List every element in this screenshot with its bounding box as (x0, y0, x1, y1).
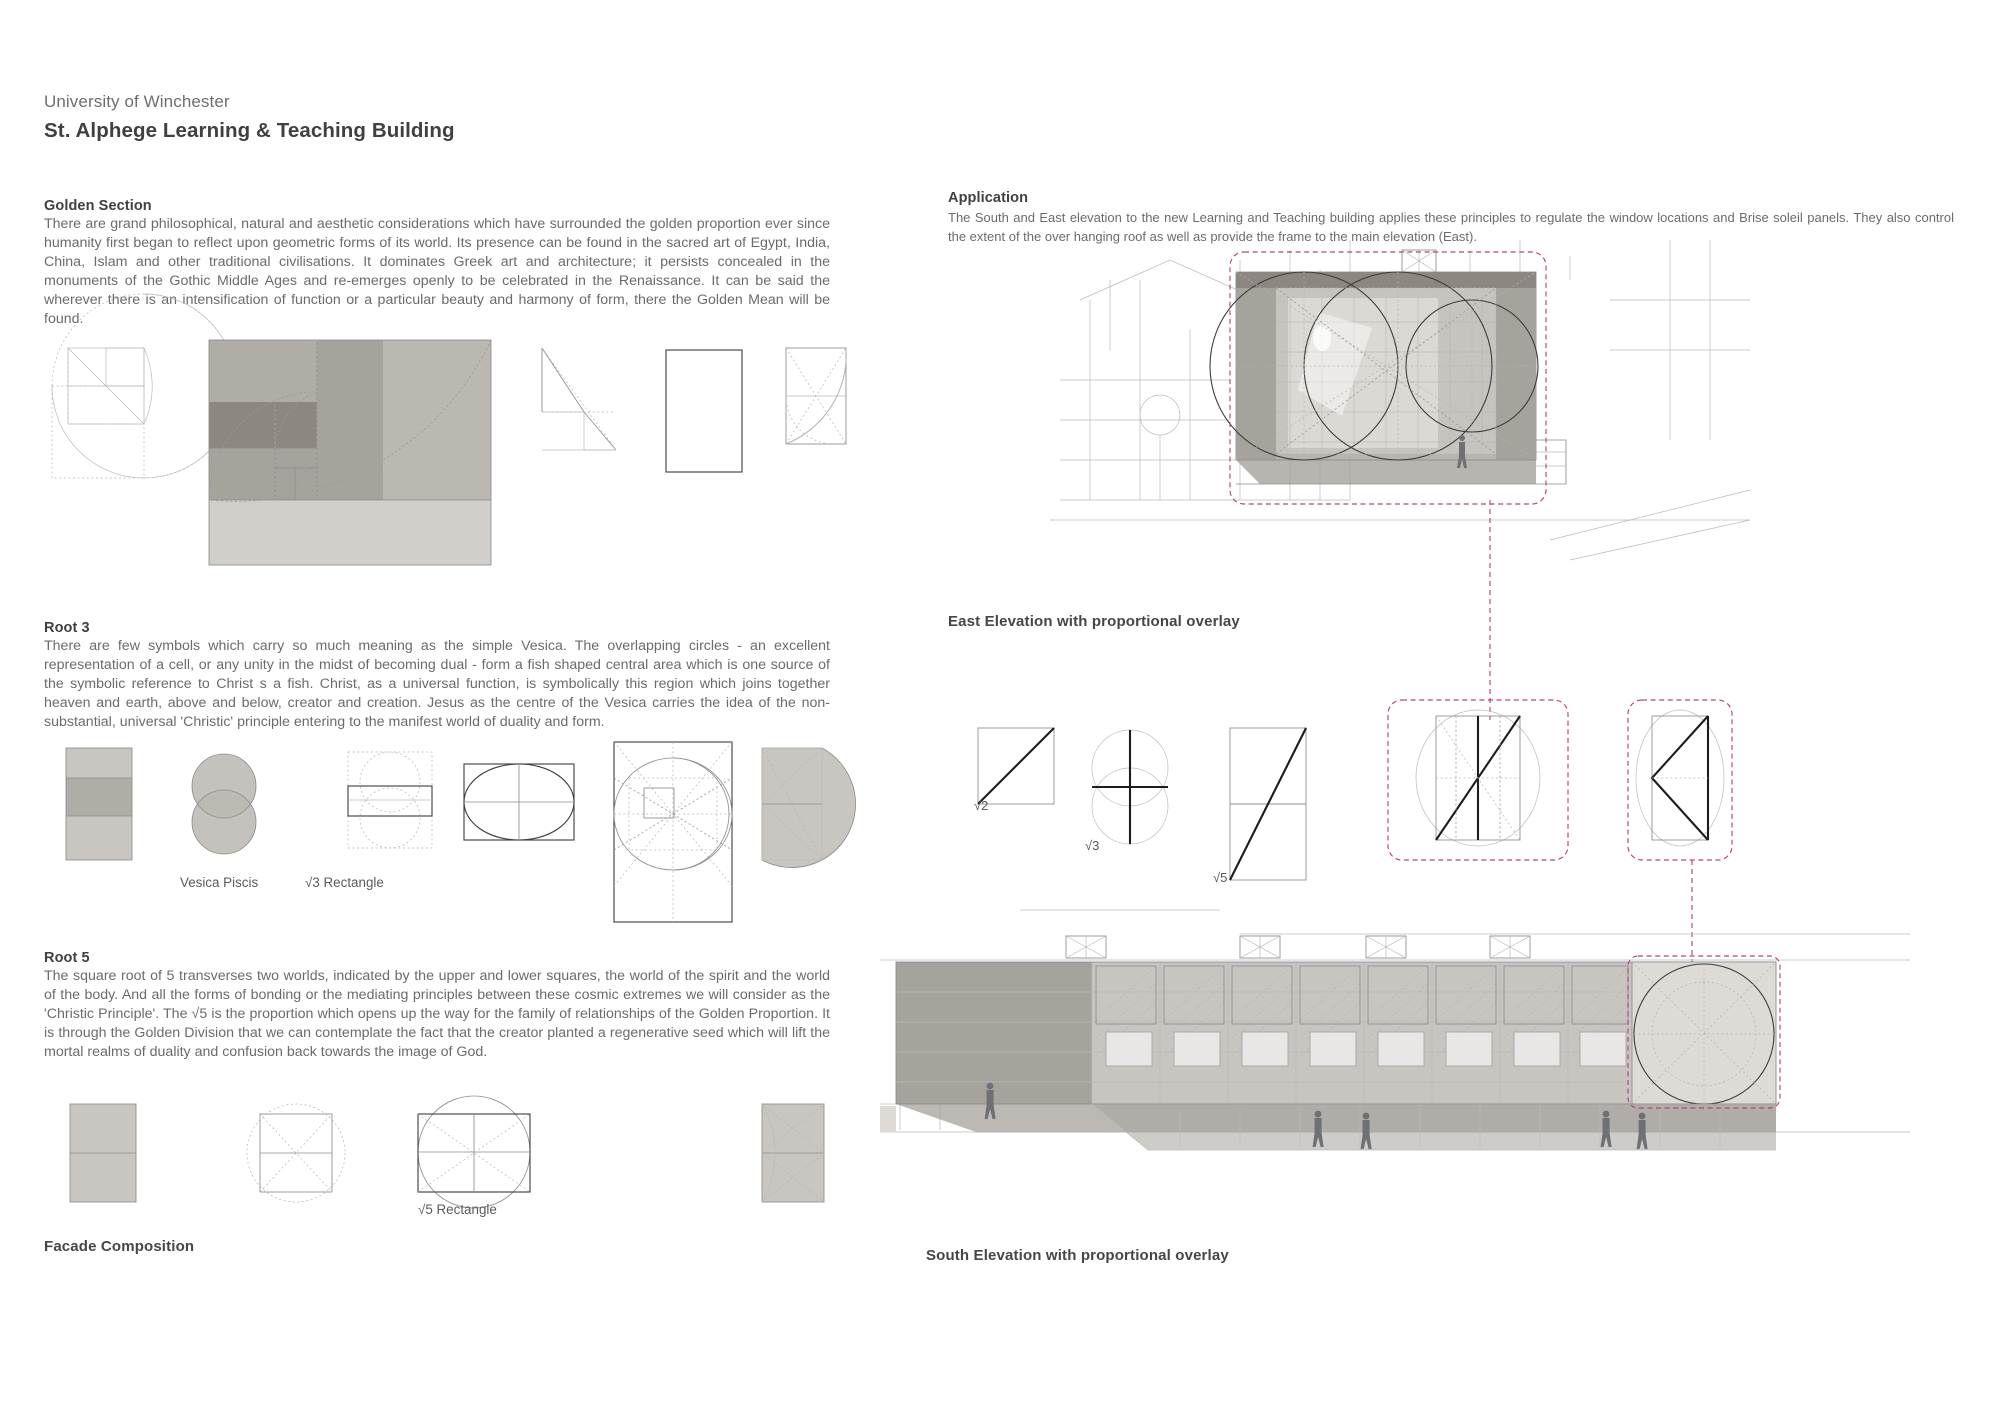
golden-section-block: Golden Section There are grand philosoph… (44, 198, 844, 330)
sqrt3-figure (1091, 729, 1169, 845)
south-elevation-drawing (880, 900, 1910, 1220)
root3-half-round-figure (761, 747, 856, 868)
root5-diagram-row (44, 1095, 834, 1220)
golden-diagram-row (44, 293, 847, 610)
vesica-piscis-figure (191, 753, 257, 855)
south-end-bay (1631, 961, 1777, 1105)
golden-figure-4 (665, 349, 743, 473)
root3-body: There are few symbols which carry so muc… (44, 638, 830, 731)
south-building-mass (880, 955, 1910, 1151)
brise-soleil-panels (1095, 965, 1629, 1067)
root3-ellipse-figure (463, 763, 575, 841)
east-elevation-caption: East Elevation with proportional overlay (948, 613, 1240, 630)
south-callout-connector (1672, 860, 1712, 1040)
sqrt3-label: √3 (1085, 838, 1100, 853)
golden-section-body: There are grand philosophical, natural a… (44, 216, 830, 328)
root3-diagram-row (44, 741, 856, 923)
proportion-diagram-row (968, 699, 1733, 881)
root5-circle-square-figure (246, 1103, 346, 1203)
root3-construction-figure (613, 741, 733, 923)
page-title: St. Alphege Learning & Teaching Building (44, 119, 455, 142)
south-landscape (880, 1103, 896, 1132)
south-rooftop-boxes (1065, 935, 1531, 959)
root5-body: The square root of 5 transverses two wor… (44, 968, 830, 1061)
root3-rectangle-figure (347, 751, 433, 849)
golden-figure-2 (208, 339, 492, 566)
root5-heading: Root 5 (44, 950, 90, 966)
root5-shaded-figure (761, 1103, 825, 1203)
south-detail-overlay-figure (1627, 699, 1733, 861)
scale-figures-south (984, 1082, 1648, 1149)
root5-block: Root 5 The square root of 5 transverses … (44, 950, 844, 1062)
east-building-mass (1235, 249, 1567, 485)
east-callout-connector (1460, 500, 1520, 720)
root5-rectangle-figure (417, 1095, 531, 1209)
east-callout-frame (1229, 251, 1547, 505)
sqrt5-figure (1229, 727, 1307, 881)
facade-composition-heading: Facade Composition (44, 1238, 195, 1255)
golden-figure-3 (541, 347, 617, 451)
sqrt2-label: √2 (974, 798, 989, 813)
root5-figure-bands (69, 1103, 137, 1203)
east-detail-overlay-figure (1387, 699, 1569, 861)
east-proportional-overlay (1209, 271, 1539, 461)
application-heading: Application (948, 190, 1029, 206)
sqrt5-label: √5 (1213, 870, 1228, 885)
root3-heading: Root 3 (44, 620, 90, 636)
scale-figure-east (1457, 435, 1467, 468)
golden-figure-5 (785, 347, 847, 445)
root3-block: Root 3 There are few symbols which carry… (44, 620, 844, 732)
golden-section-heading: Golden Section (44, 198, 152, 214)
root3-figure-bands (65, 747, 133, 861)
sqrt2-figure (977, 727, 1055, 805)
application-block: Application The South and East elevation… (948, 190, 1958, 246)
root3-rectangle-label: √3 Rectangle (305, 875, 384, 890)
south-elevation-caption: South Elevation with proportional overla… (926, 1247, 1229, 1264)
east-context-linework (1050, 240, 1751, 561)
vesica-piscis-label: Vesica Piscis (180, 875, 259, 890)
application-body: The South and East elevation to the new … (948, 210, 1954, 244)
east-elevation-drawing (1050, 240, 1751, 590)
organisation-name: University of Winchester (44, 92, 230, 111)
sheet-header: University of Winchester St. Alphege Lea… (44, 92, 455, 143)
root5-rectangle-label: √5 Rectangle (418, 1202, 497, 1217)
